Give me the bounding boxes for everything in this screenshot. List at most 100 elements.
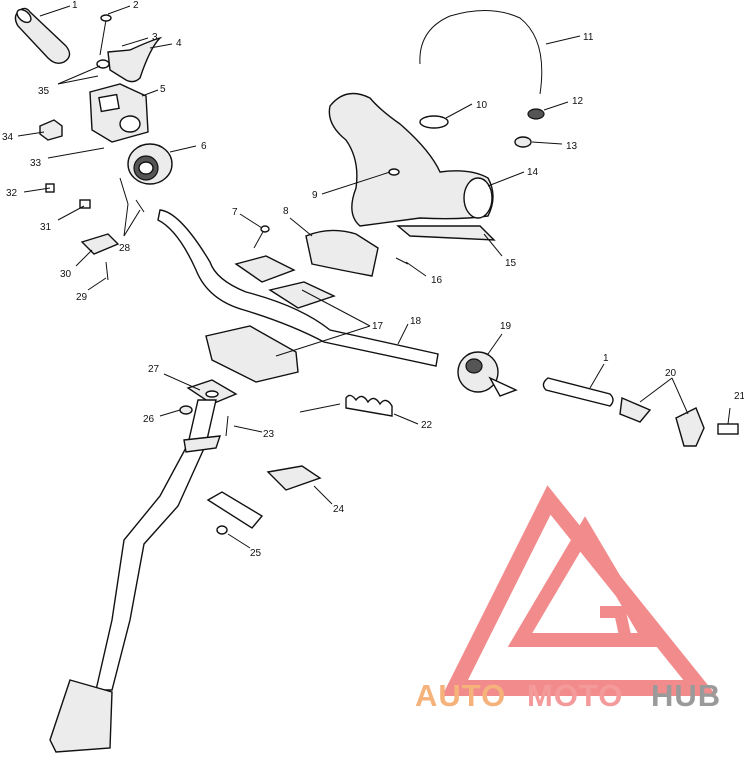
callout-11: 11 (545, 32, 594, 45)
svg-text:22: 22 (421, 420, 433, 431)
bolt-21 (717, 423, 739, 435)
cable-11 (419, 9, 543, 95)
callout-29: 29 (76, 277, 107, 303)
svg-text:7: 7 (232, 207, 238, 218)
callout-6: 6 (169, 141, 207, 153)
callout-7: 7 (232, 207, 263, 229)
screw-16 (395, 257, 409, 265)
callout-8: 8 (283, 206, 313, 237)
parts-artwork (14, 7, 739, 753)
svg-text:15: 15 (505, 258, 517, 269)
upper-clamp-a (234, 255, 296, 283)
watermark-hub: HUB (651, 678, 721, 713)
svg-text:19: 19 (500, 321, 512, 332)
svg-text:30: 30 (60, 269, 72, 280)
screw-28b (135, 199, 145, 213)
svg-text:17: 17 (372, 321, 384, 332)
svg-text:34: 34 (2, 132, 14, 143)
svg-text:35: 35 (38, 86, 50, 97)
watermark-moto: MOTO (527, 678, 623, 713)
callout-1b: 1 (589, 353, 609, 389)
nut-31 (79, 199, 91, 209)
handlebar-pad (328, 92, 494, 227)
bracket-30 (80, 233, 120, 255)
svg-text:1: 1 (603, 353, 609, 364)
screw-2 (99, 14, 112, 56)
callout-2: 2 (107, 0, 139, 15)
callout-14: 14 (487, 167, 539, 187)
svg-text:27: 27 (148, 364, 160, 375)
bracket-24 (266, 465, 322, 491)
callout-23: 23 (233, 425, 275, 440)
svg-text:31: 31 (40, 222, 52, 233)
control-housing (89, 83, 149, 143)
callouts: 1 2 3 4 35 5 34 33 6 32 31 28 30 29 11 1… (2, 0, 744, 559)
svg-text:18: 18 (410, 316, 422, 327)
callout-15: 15 (483, 233, 517, 269)
steering-post (49, 399, 222, 753)
svg-text:5: 5 (160, 84, 166, 95)
tube-25 (206, 491, 264, 535)
callout-5: 5 (141, 84, 166, 97)
grip-right (542, 377, 614, 407)
svg-text:11: 11 (583, 32, 594, 43)
screw-29 (105, 261, 109, 281)
svg-text:21: 21 (734, 391, 744, 402)
svg-text:32: 32 (6, 188, 18, 199)
callout-34: 34 (2, 131, 45, 143)
svg-text:25: 25 (250, 548, 262, 559)
clamp-cover-8 (305, 229, 379, 277)
svg-text:2: 2 (133, 0, 139, 11)
callout-32: 32 (6, 187, 51, 199)
callout-17: 17 (275, 289, 384, 357)
screw-28a (119, 177, 129, 205)
lower-clamp (205, 325, 299, 383)
brake-lever (107, 36, 163, 83)
callout-19: 19 (487, 321, 512, 355)
callout-26: 26 (143, 409, 181, 425)
callout-27: 27 (148, 364, 201, 391)
callout-1a: 1 (39, 0, 78, 17)
spring-22 (299, 394, 393, 417)
grip-assembly-19 (457, 351, 518, 397)
callout-12: 12 (543, 96, 584, 111)
svg-text:26: 26 (143, 414, 155, 425)
throttle-assembly (127, 143, 173, 185)
grip-left (14, 7, 71, 65)
svg-text:1: 1 (72, 0, 78, 11)
callout-33: 33 (30, 147, 105, 169)
callout-21: 21 (727, 391, 744, 425)
callout-4: 4 (149, 38, 182, 49)
svg-text:4: 4 (176, 38, 182, 49)
callout-35: 35 (38, 65, 101, 97)
watermark-auto: AUTO (415, 678, 506, 713)
svg-text:16: 16 (431, 275, 443, 286)
nut-13 (514, 136, 532, 148)
nut-26 (179, 405, 193, 415)
callout-16: 16 (405, 261, 443, 286)
callout-20: 20 (639, 368, 689, 415)
callout-30: 30 (60, 249, 93, 280)
svg-text:9: 9 (312, 190, 318, 201)
bolt-23 (225, 415, 229, 437)
callout-13: 13 (531, 141, 578, 152)
callout-9: 9 (312, 171, 391, 201)
seal-10 (419, 115, 449, 129)
svg-text:24: 24 (333, 504, 345, 515)
callout-24: 24 (313, 485, 345, 515)
svg-text:12: 12 (572, 96, 584, 107)
end-cap-a (619, 396, 652, 423)
svg-text:10: 10 (476, 100, 488, 111)
handlebar-18 (157, 209, 439, 367)
end-cap-b (675, 407, 705, 447)
svg-text:23: 23 (263, 429, 275, 440)
callout-22: 22 (393, 413, 433, 431)
svg-text:8: 8 (283, 206, 289, 217)
nut-12 (527, 108, 545, 120)
svg-text:3: 3 (152, 32, 158, 43)
watermark-wordmark: AUTO MOTO HUB (415, 678, 721, 713)
svg-text:20: 20 (665, 368, 677, 379)
callout-31: 31 (40, 205, 85, 233)
watermark-logo (442, 485, 717, 696)
